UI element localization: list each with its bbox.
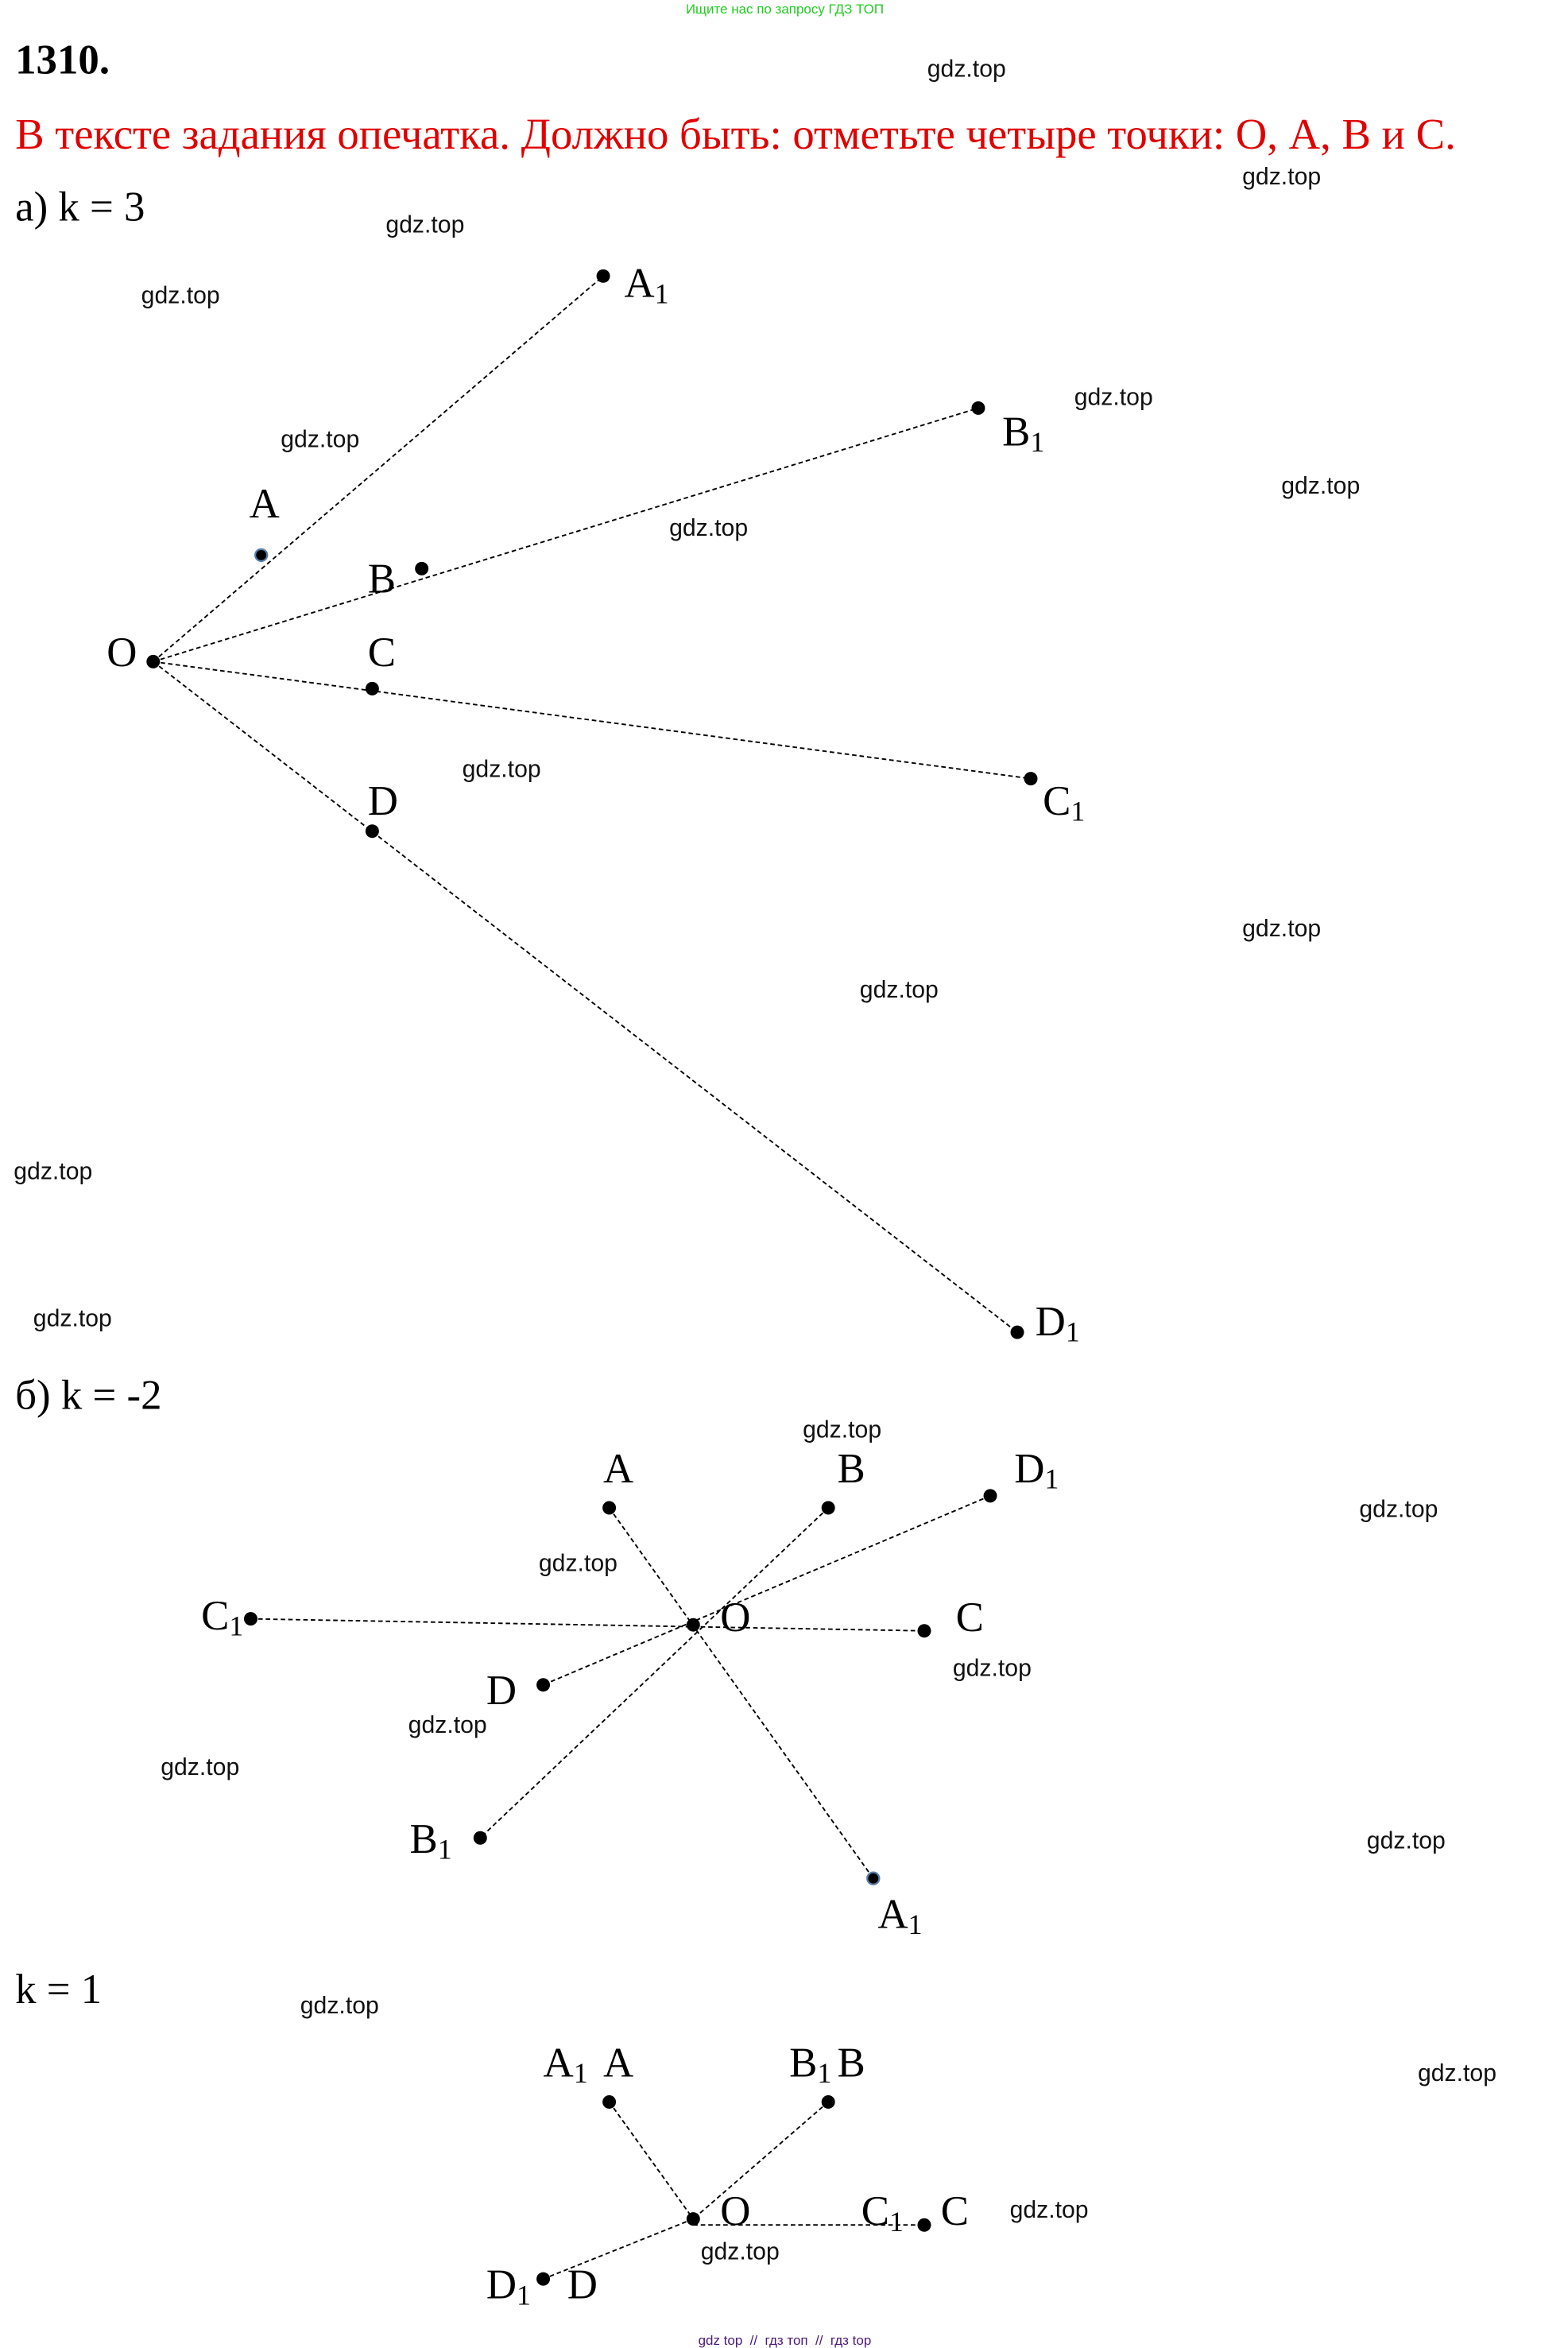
point-a (602, 1501, 617, 1515)
point-d (365, 824, 379, 839)
watermark: gdz.top (860, 977, 939, 1003)
label-d: D (486, 1668, 517, 1714)
point-b (821, 1501, 835, 1515)
label-a1: A1 (544, 2040, 588, 2089)
label-b: B (838, 2040, 865, 2086)
watermark: gdz.top (1359, 1496, 1438, 1522)
label-d: D (368, 778, 398, 824)
point-d (536, 2272, 551, 2286)
label-d1: D1 (486, 2262, 531, 2311)
watermark: gdz.top (300, 1993, 379, 2019)
point-o (146, 654, 161, 668)
point-c1 (243, 1612, 257, 1626)
watermark: gdz.top (927, 56, 1006, 82)
label-c: C (941, 2188, 969, 2234)
label-b: B (368, 556, 396, 602)
point-o (686, 1618, 700, 1632)
part-c-labels: O A1 A B1 B C1 C D1 D (486, 2040, 969, 2311)
label-c1: C1 (1043, 778, 1085, 827)
label-o: O (720, 1594, 750, 1641)
label-a: A (250, 481, 280, 527)
watermark: gdz.top (463, 757, 541, 783)
watermark: gdz.top (1367, 1827, 1446, 1854)
label-o: O (720, 2188, 750, 2234)
watermark: gdz.top (701, 2239, 780, 2265)
label-o: O (106, 630, 137, 676)
part-a-heading: а) k = 3 (15, 184, 145, 230)
label-d1: D1 (1014, 1446, 1059, 1495)
point-c1 (1024, 772, 1038, 786)
point-a1 (866, 1871, 881, 1885)
point-o (686, 2212, 700, 2226)
point-b (415, 561, 429, 575)
part-b-points (243, 1489, 997, 1885)
point-a (602, 2094, 617, 2109)
part-b-lines (250, 1495, 991, 1879)
point-b (821, 2094, 835, 2109)
label-a1: A1 (877, 1891, 922, 1940)
part-c-lines (543, 2101, 924, 2280)
label-c: C (368, 630, 396, 676)
label-c1: C1 (201, 1593, 243, 1642)
problem-number: 1310. (15, 37, 110, 83)
part-c-points (536, 2094, 931, 2286)
watermark: gdz.top (1281, 473, 1360, 499)
label-b1: B1 (789, 2040, 831, 2089)
watermark: gdz.top (1242, 916, 1321, 942)
part-c-heading: k = 1 (15, 1966, 102, 2013)
label-c: C (956, 1594, 984, 1641)
watermark: gdz.top (141, 282, 220, 308)
part-a-lines (153, 275, 1032, 1333)
label-d1: D1 (1036, 1299, 1080, 1348)
watermark: gdz.top (281, 426, 359, 452)
label-a: A (603, 1446, 633, 1492)
point-a1 (596, 269, 610, 283)
label-b1: B1 (410, 1816, 452, 1866)
footer-watermark: gdz top // гдз топ // гдз top (699, 2333, 872, 2348)
part-b-labels: O A B C D A1 B1 C1 D1 (201, 1446, 1059, 1940)
part-a-points (146, 269, 1038, 1339)
point-c (917, 2218, 931, 2232)
watermarks: gdz.top gdz.top gdz.top gdz.top gdz.top … (14, 56, 1496, 2265)
watermark: gdz.top (1074, 385, 1153, 411)
watermark: gdz.top (1242, 164, 1321, 190)
watermark: gdz.top (33, 1306, 112, 1332)
label-b: B (838, 1446, 865, 1492)
label-a: A (603, 2040, 633, 2086)
typo-note: В тексте задания опечатка. Должно быть: … (15, 110, 1456, 158)
watermark: gdz.top (669, 515, 748, 541)
watermark: gdz.top (408, 1712, 487, 1738)
point-d1 (1010, 1325, 1024, 1339)
point-c (917, 1624, 931, 1638)
point-d1 (983, 1489, 997, 1503)
point-c (365, 681, 379, 695)
watermark: gdz.top (539, 1550, 618, 1576)
point-d (536, 1678, 551, 1692)
part-b-heading: б) k = -2 (15, 1372, 161, 1418)
watermark: gdz.top (1010, 2197, 1089, 2223)
watermark: gdz.top (14, 1159, 92, 1185)
watermark: gdz.top (161, 1754, 239, 1780)
point-b1 (473, 1831, 487, 1845)
label-a1: A1 (624, 261, 668, 310)
part-a-labels: O A B C D A1 B1 C1 D1 (106, 261, 1085, 1348)
watermark: gdz.top (1418, 2060, 1496, 2086)
watermark: gdz.top (803, 1416, 881, 1443)
watermark: gdz.top (953, 1655, 1032, 1681)
top-banner: Ищите нас по запросу ГДЗ ТОП (686, 2, 884, 17)
label-d: D (567, 2262, 598, 2308)
label-c1: C1 (861, 2188, 904, 2238)
point-a (254, 548, 269, 563)
watermark: gdz.top (385, 212, 464, 238)
label-b1: B1 (1002, 409, 1044, 459)
point-b1 (971, 401, 985, 415)
